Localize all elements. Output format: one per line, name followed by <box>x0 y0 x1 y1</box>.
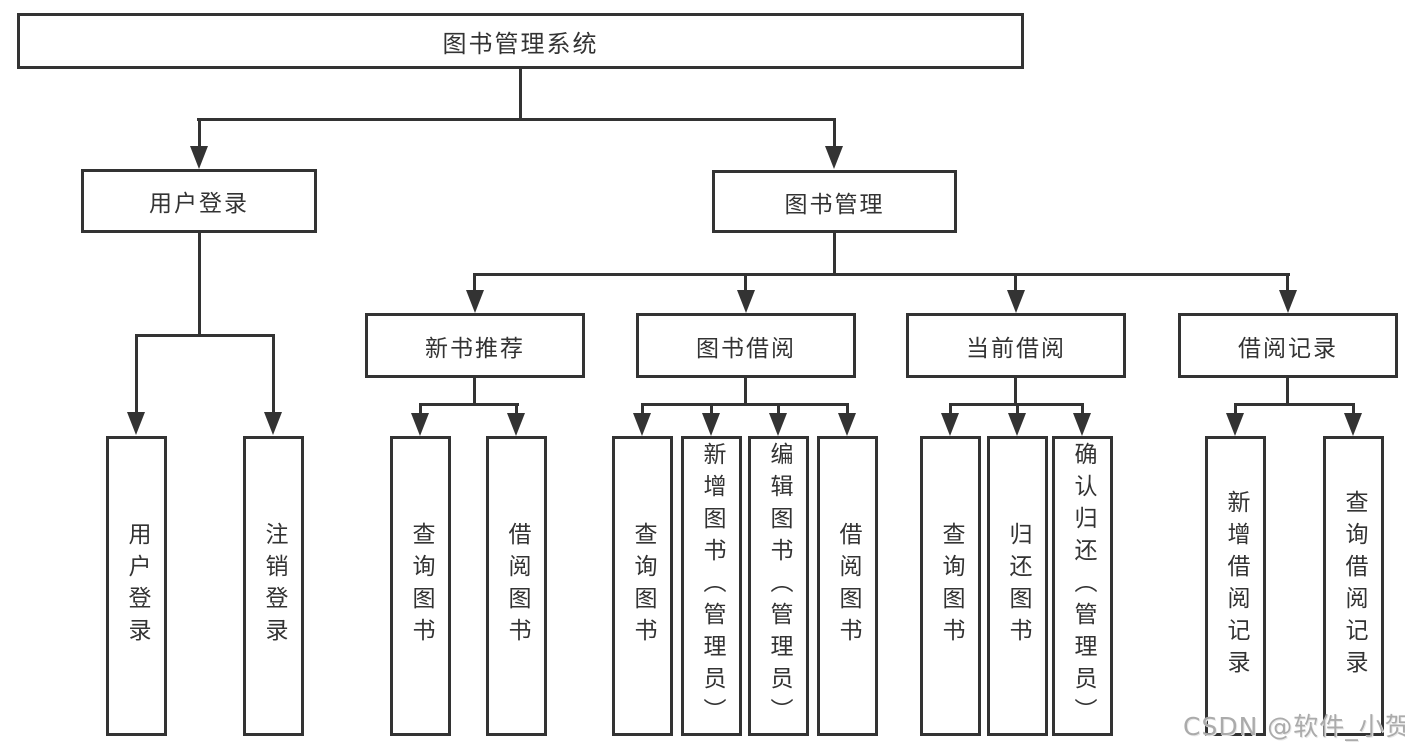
connector-book-management-vertical <box>833 233 836 275</box>
connector-vertical <box>1014 378 1017 405</box>
connector-stub-book-borrowing <box>744 273 747 292</box>
arrow-down-icon <box>264 412 282 435</box>
node-query-borrow-record: 查询借阅记录 <box>1323 436 1384 736</box>
connector-stub <box>1081 403 1084 416</box>
arrow-down-icon <box>769 413 787 436</box>
connector-stub <box>846 403 849 416</box>
arrow-down-icon <box>507 413 525 436</box>
arrow-down-icon <box>1226 413 1244 436</box>
arrow-down-icon <box>838 413 856 436</box>
connector-user-login-horizontal <box>135 334 275 337</box>
connector-stub <box>1352 403 1355 416</box>
connector-stub <box>1234 403 1237 416</box>
node-library-management-system: 图书管理系统 <box>17 13 1024 69</box>
arrow-down-icon <box>702 413 720 436</box>
node-edit-books-admin: 编辑图书（管理员） <box>748 436 809 736</box>
node-confirm-return-admin: 确认归还（管理员） <box>1052 436 1113 736</box>
connector-stub-new-book <box>473 273 476 292</box>
arrow-down-icon <box>466 290 484 313</box>
node-borrow-books-recommend: 借阅图书 <box>486 436 547 736</box>
arrow-down-icon <box>825 146 843 169</box>
connector-stub-user-login <box>198 118 201 148</box>
connector-stub <box>710 403 713 416</box>
connector-stub <box>777 403 780 416</box>
connector-stub-login-leaf <box>135 334 138 414</box>
connector-stub <box>515 403 518 416</box>
arrow-down-icon <box>127 412 145 435</box>
node-query-books-recommend: 查询图书 <box>390 436 451 736</box>
node-current-borrowing: 当前借阅 <box>906 313 1126 378</box>
connector-vertical <box>473 378 476 405</box>
connector-horizontal <box>641 403 849 406</box>
connector-user-login-vertical <box>198 233 201 336</box>
arrow-down-icon <box>411 413 429 436</box>
node-borrowing-records: 借阅记录 <box>1178 313 1398 378</box>
connector-vertical <box>744 378 747 405</box>
connector-stub-borrowing-records <box>1286 273 1289 292</box>
arrow-down-icon <box>190 146 208 169</box>
connector-vertical <box>1286 378 1289 405</box>
watermark-text: CSDN @软件_小贺同学 <box>1183 712 1405 741</box>
node-user-login-action: 用户登录 <box>106 436 167 736</box>
connector-root-vertical <box>519 69 522 121</box>
node-add-books-admin: 新增图书（管理员） <box>681 436 742 736</box>
connector-book-management-horizontal <box>473 273 1290 276</box>
node-query-books-borrowing: 查询图书 <box>612 436 673 736</box>
arrow-down-icon <box>1279 290 1297 313</box>
node-logout-action: 注销登录 <box>243 436 304 736</box>
connector-horizontal <box>419 403 519 406</box>
arrow-down-icon <box>737 290 755 313</box>
arrow-down-icon <box>1073 413 1091 436</box>
connector-stub-logout-leaf <box>272 334 275 414</box>
node-book-borrowing: 图书借阅 <box>636 313 856 378</box>
connector-horizontal <box>1234 403 1355 406</box>
node-book-management: 图书管理 <box>712 170 957 233</box>
node-add-borrow-record: 新增借阅记录 <box>1205 436 1266 736</box>
connector-root-horizontal <box>197 118 836 121</box>
node-borrow-books-borrowing: 借阅图书 <box>817 436 878 736</box>
connector-stub-book-management <box>833 118 836 148</box>
connector-stub-current-borrowing <box>1014 273 1017 292</box>
arrow-down-icon <box>1008 413 1026 436</box>
connector-stub <box>419 403 422 416</box>
connector-stub <box>949 403 952 416</box>
arrow-down-icon <box>1344 413 1362 436</box>
node-query-books-current: 查询图书 <box>920 436 981 736</box>
connector-stub <box>641 403 644 416</box>
arrow-down-icon <box>941 413 959 436</box>
arrow-down-icon <box>1007 290 1025 313</box>
connector-stub <box>1016 403 1019 416</box>
node-new-book-recommendation: 新书推荐 <box>365 313 585 378</box>
node-return-books: 归还图书 <box>987 436 1048 736</box>
node-user-login: 用户登录 <box>81 169 317 233</box>
arrow-down-icon <box>633 413 651 436</box>
